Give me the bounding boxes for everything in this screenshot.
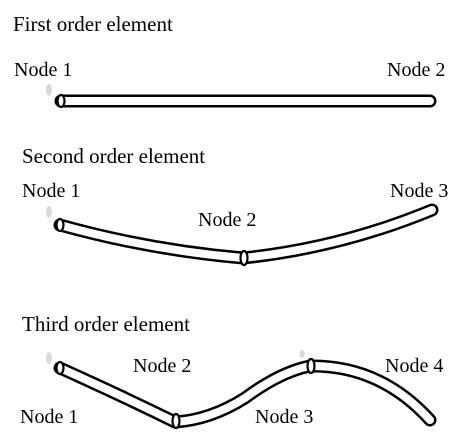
second-order-node-2-label: Node 2	[198, 209, 256, 231]
first-order-element: First order element Node 1 Node 2	[13, 12, 445, 109]
second-order-element: Second order element Node 1 Node 2 Node …	[22, 144, 448, 267]
first-order-node-1-marker	[46, 84, 52, 96]
second-order-title: Second order element	[22, 144, 205, 168]
third-order-node-3-joint	[306, 357, 316, 375]
third-order-node-1-label: Node 1	[20, 406, 78, 428]
second-order-node-3-label: Node 3	[390, 180, 448, 202]
third-order-node-4-label: Node 4	[385, 355, 443, 377]
second-order-node-1-end	[55, 217, 65, 233]
second-order-node-2-joint	[239, 249, 249, 267]
first-order-node-1-label: Node 1	[14, 59, 72, 81]
third-order-beam-inner	[56, 361, 434, 426]
third-order-node-1-marker	[46, 352, 52, 364]
third-order-node-3-label: Node 3	[255, 406, 313, 428]
third-order-node-2-label: Node 2	[133, 355, 191, 377]
third-order-node-2-joint	[171, 412, 181, 430]
second-order-node-1-label: Node 1	[22, 180, 80, 202]
third-order-title: Third order element	[22, 312, 190, 336]
second-order-node-1-marker	[46, 206, 52, 218]
third-order-node-4-marker	[299, 350, 305, 358]
third-order-node-1-end	[55, 360, 65, 376]
third-order-element: Third order element Node 1 Node 2 Node 3…	[20, 312, 443, 430]
first-order-node-1-end	[56, 93, 66, 109]
first-order-node-2-label: Node 2	[387, 59, 445, 81]
first-order-title: First order element	[13, 12, 173, 36]
